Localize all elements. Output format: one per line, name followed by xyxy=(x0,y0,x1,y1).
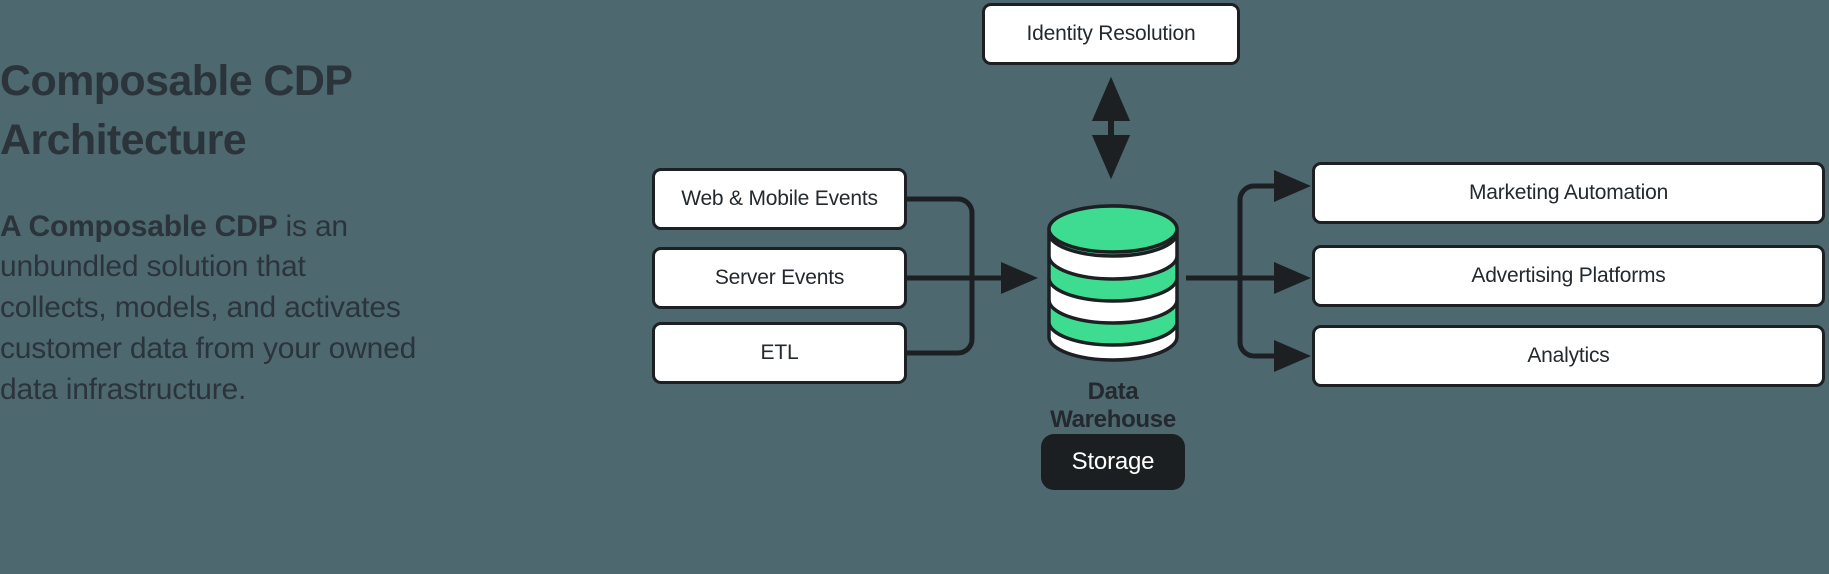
node-analytics[interactable]: Analytics xyxy=(1312,325,1825,387)
storage-badge-label: Storage xyxy=(1071,448,1155,475)
node-server-events[interactable]: Server Events xyxy=(652,247,907,309)
intro-paragraph: A Composable CDP is an unbundled solutio… xyxy=(0,171,420,411)
wire-bus-to-marketing xyxy=(1237,170,1312,278)
wire-etl-to-bus xyxy=(907,291,975,356)
wire-web-to-bus xyxy=(907,196,975,265)
node-web-mobile-events[interactable]: Web & Mobile Events xyxy=(652,168,907,230)
wire-bus-to-analytics xyxy=(1237,278,1312,373)
node-label: Server Events xyxy=(714,266,845,289)
node-label: Analytics xyxy=(1527,344,1610,367)
data-warehouse-group: Data Warehouse xyxy=(1040,200,1186,433)
node-label: ETL xyxy=(760,341,799,364)
intro-copy-block: Composable CDP Architecture A Composable… xyxy=(0,52,420,411)
intro-lead-term: A Composable CDP xyxy=(0,209,278,243)
node-etl[interactable]: ETL xyxy=(652,322,907,384)
status-badge-storage: Storage xyxy=(1041,434,1185,490)
intro-paragraph-rest: is an unbundled solution that collects, … xyxy=(0,209,417,406)
node-label: Marketing Automation xyxy=(1468,181,1669,204)
node-label: Web & Mobile Events xyxy=(681,187,878,210)
node-label: Advertising Platforms xyxy=(1471,264,1666,287)
page-title: Composable CDP Architecture xyxy=(0,57,352,165)
node-marketing-automation[interactable]: Marketing Automation xyxy=(1312,162,1825,224)
node-label: Identity Resolution xyxy=(1026,22,1196,45)
node-advertising-platforms[interactable]: Advertising Platforms xyxy=(1312,245,1825,307)
database-cylinder-icon xyxy=(1047,204,1179,362)
data-warehouse-label: Data Warehouse xyxy=(1050,378,1176,433)
node-identity-resolution[interactable]: Identity Resolution xyxy=(982,3,1240,65)
